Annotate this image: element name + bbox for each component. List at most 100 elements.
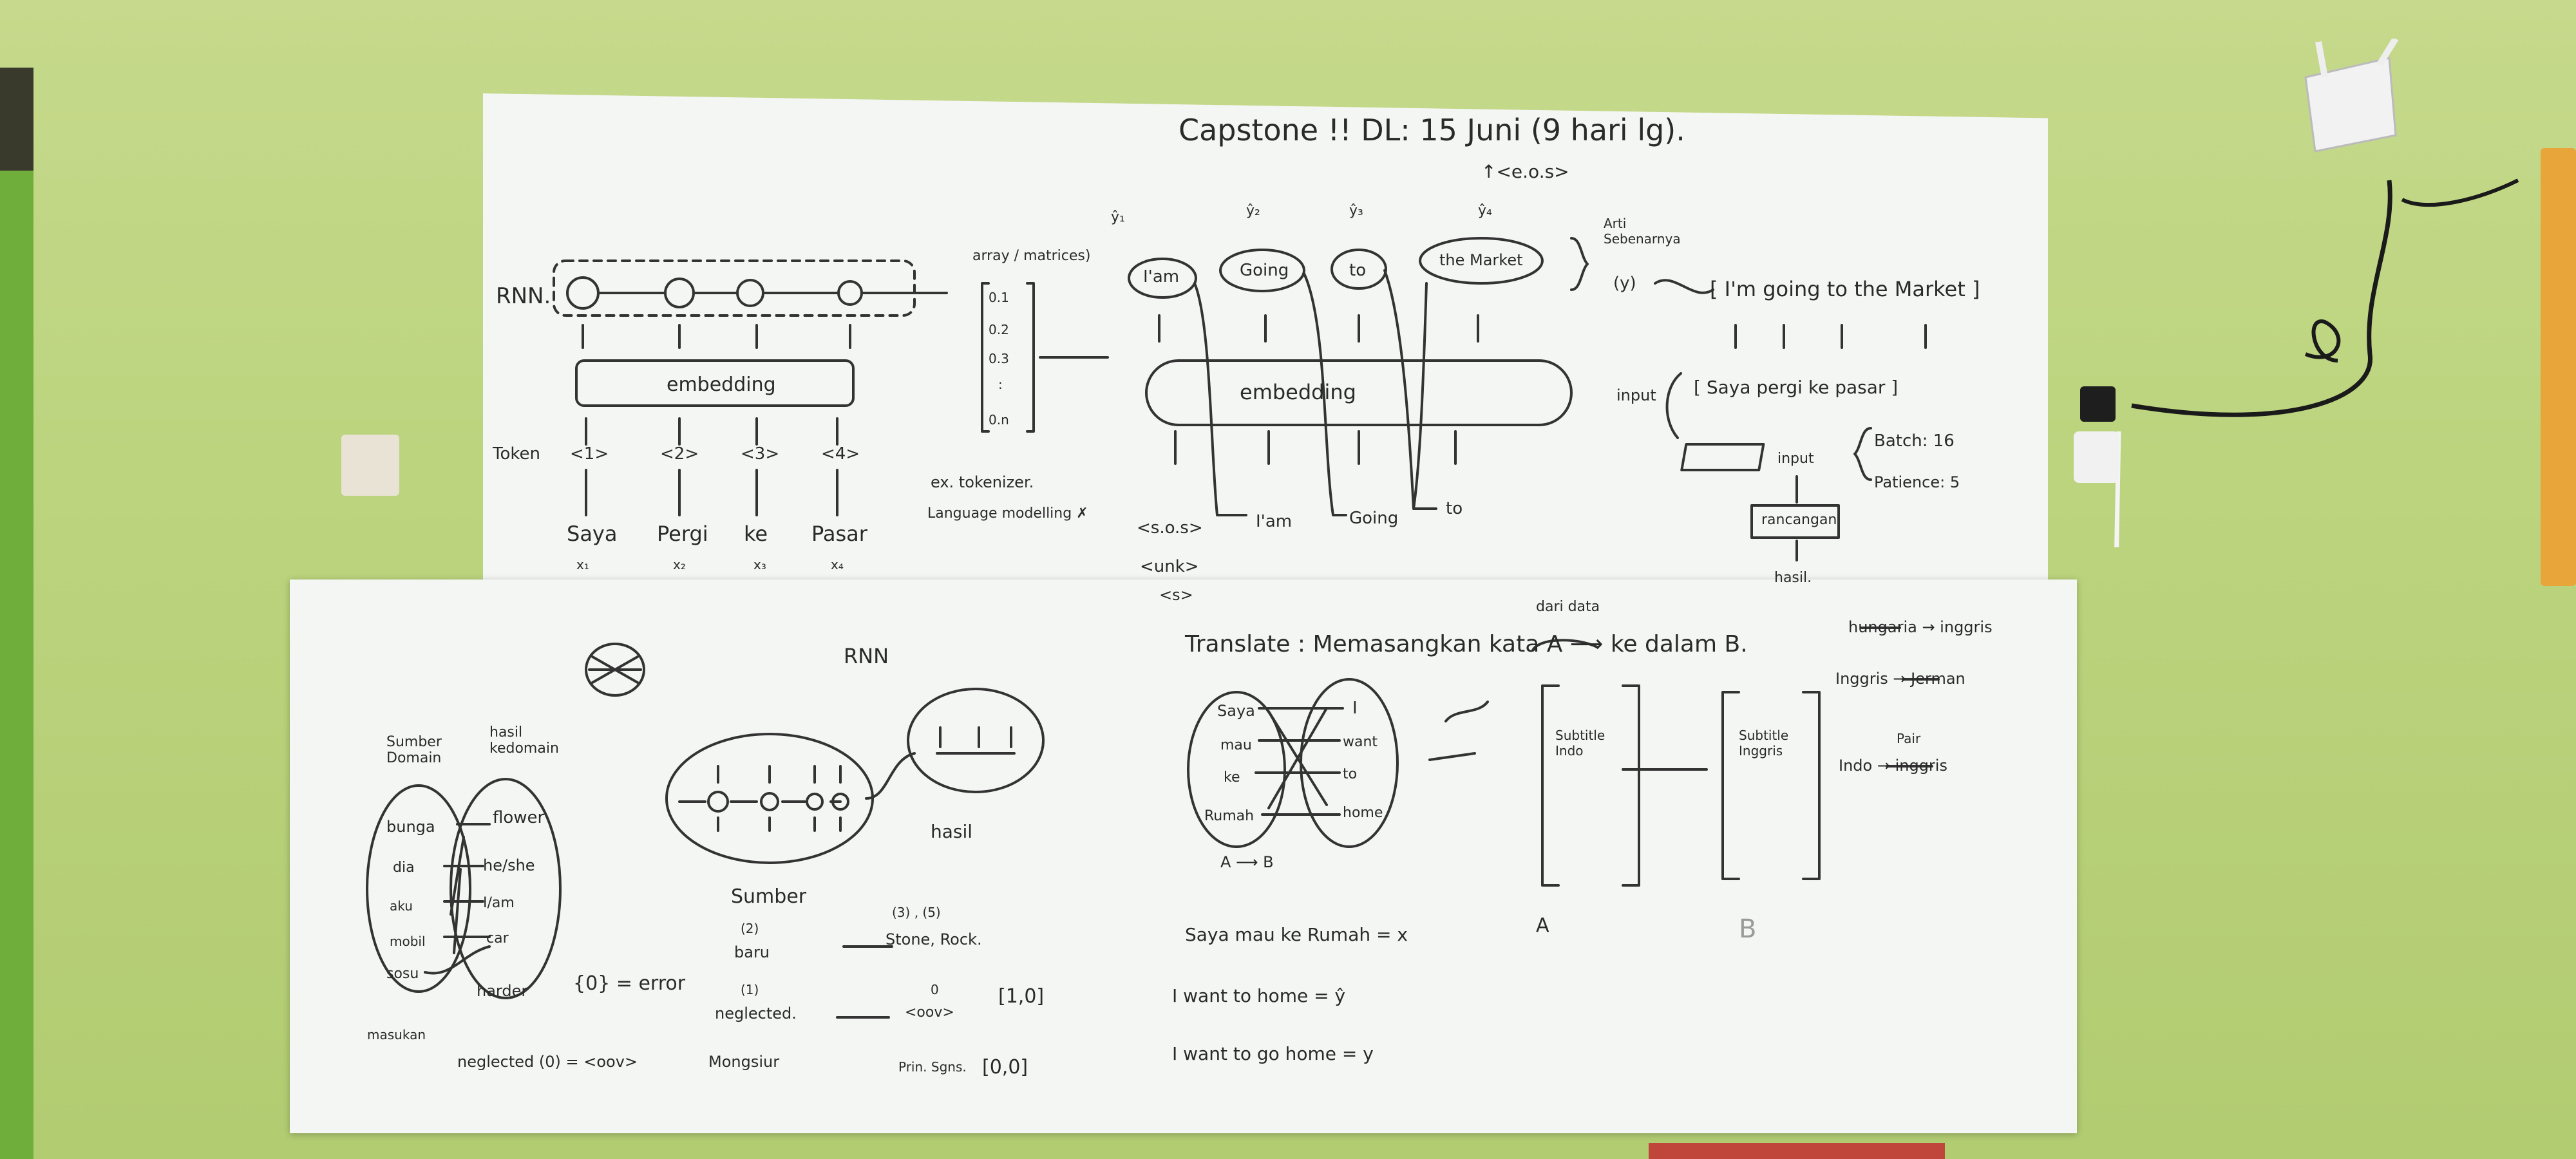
token-label: Token	[493, 444, 540, 464]
masukan-label: masukan	[367, 1027, 426, 1042]
left-word-3: aku	[390, 898, 413, 914]
embedding-right: embedding	[1240, 380, 1356, 404]
array-label: array / matrices)	[972, 248, 1091, 264]
x3: x₃	[753, 557, 766, 572]
example-1-idx: (2)	[741, 921, 759, 936]
hasil-small: hasil	[931, 821, 973, 842]
hasil-label: hasil.	[1774, 570, 1812, 586]
left-word-2: dia	[393, 860, 415, 876]
lang-pair-3: Indo → inggris	[1839, 757, 1947, 775]
batch-size: Batch: 16	[1874, 431, 1955, 451]
note-language-modelling: Language modelling ✗	[927, 505, 1088, 522]
eos-label: ↑<e.o.s>	[1481, 161, 1569, 182]
array-val-n: 0.n	[989, 412, 1009, 428]
input-sentence: [ Saya pergi ke pasar ]	[1694, 377, 1899, 398]
wall-green-edge	[0, 68, 33, 1159]
example-3-word: Mongsiur	[708, 1053, 780, 1071]
output-going: Going	[1240, 261, 1289, 280]
example-2-word: neglected.	[715, 1004, 797, 1022]
array-val-1: 0.1	[989, 290, 1009, 305]
patience: Patience: 5	[1874, 473, 1960, 491]
example-2-idx: (1)	[741, 982, 759, 997]
right-word-1: flower	[493, 808, 545, 827]
lang-pair-1: hungaria → inggris	[1848, 618, 1993, 636]
embedding-left: embedding	[667, 373, 776, 396]
token-1: <1>	[570, 444, 609, 464]
x4: x₄	[831, 557, 844, 572]
yhat-3: ŷ₃	[1349, 203, 1363, 219]
word-ke: ke	[744, 522, 768, 546]
example-2-out: <oov>	[905, 1004, 954, 1021]
word-pasar: Pasar	[811, 522, 867, 546]
right-word-4: car	[486, 930, 509, 947]
router-icon	[2304, 39, 2399, 153]
error-note: {0} = error	[573, 972, 686, 995]
power-adapter	[2080, 386, 2116, 422]
set-b-4: home	[1343, 805, 1383, 821]
unk-tag: <unk>	[1140, 557, 1199, 576]
set-b-3: to	[1343, 766, 1358, 782]
y-label: (y)	[1613, 274, 1636, 293]
output-to: to	[1349, 261, 1367, 280]
output-market: the Market	[1439, 251, 1523, 269]
set-b-2: want	[1343, 734, 1378, 750]
sentence-y: I want to go home = y	[1172, 1043, 1374, 1064]
arti-label: Arti Sebenarnya	[1604, 216, 1681, 247]
set-b-1: I	[1352, 699, 1358, 718]
decoder-to: to	[1446, 499, 1463, 518]
pair-label: Pair	[1897, 731, 1921, 746]
rnn-title-bottom: RNN	[844, 644, 889, 668]
yhat-2: ŷ₂	[1246, 203, 1260, 219]
example-1-idx2: (3) , (5)	[892, 905, 941, 920]
right-word-2: he/she	[483, 856, 535, 874]
example-1-out: Stone, Rock.	[886, 930, 982, 948]
label-a: A	[1536, 914, 1549, 937]
sentence-x: Saya mau ke Rumah = x	[1185, 924, 1408, 945]
wall-dark-strip	[0, 68, 33, 171]
power-cable	[2114, 178, 2519, 547]
decoder-sos: <s.o.s>	[1137, 518, 1203, 538]
yhat-4: ŷ₄	[1478, 203, 1492, 219]
decoder-iam: I'am	[1256, 512, 1293, 531]
example-2-idx2: 0	[931, 982, 939, 997]
example-2-vector: [1,0]	[998, 985, 1045, 1008]
subtitle-indo: Subtitle Indo	[1555, 728, 1605, 759]
label-b: B	[1739, 914, 1757, 944]
set-a-2: mau	[1220, 737, 1252, 753]
token-4: <4>	[821, 444, 860, 464]
array-val-2: 0.2	[989, 322, 1009, 337]
sumber-label: Sumber	[731, 885, 807, 908]
token-2: <2>	[660, 444, 699, 464]
wall-socket	[341, 435, 399, 496]
sumber-domain: Sumber Domain	[386, 734, 442, 766]
left-word-4: mobil	[390, 934, 426, 949]
hasil-kedomain: hasil kedomain	[489, 724, 559, 757]
input-label: input	[1616, 386, 1656, 404]
x1: x₁	[576, 557, 589, 572]
word-saya: Saya	[567, 522, 618, 546]
decoder-going: Going	[1349, 509, 1399, 528]
sentence-yhat: I want to home = ŷ	[1172, 985, 1346, 1006]
example-1-word: baru	[734, 943, 770, 961]
right-word-5: harder	[477, 982, 528, 1000]
left-word-5: sosu	[386, 966, 419, 982]
dari-data: dari data	[1536, 599, 1600, 615]
s-tag: <s>	[1159, 586, 1193, 604]
array-val-dots: :	[998, 377, 1003, 392]
output-iam: I'am	[1143, 267, 1180, 287]
set-a-1: Saya	[1217, 702, 1255, 720]
set-a-3: ke	[1224, 769, 1240, 786]
word-pergi: Pergi	[657, 522, 708, 546]
yhat-1: ŷ₁	[1111, 209, 1125, 225]
array-val-3: 0.3	[989, 351, 1009, 366]
subtitle-inggris: Subtitle Inggris	[1739, 728, 1789, 759]
red-object-floor	[1649, 1143, 1945, 1159]
power-plug	[2074, 431, 2119, 483]
right-word-3: I/am	[483, 895, 515, 911]
rnn-label: RNN.	[496, 283, 551, 309]
input-box-label: input	[1777, 451, 1814, 467]
note-tokenizer: ex. tokenizer.	[931, 473, 1034, 491]
translate-title: Translate : Memasangkan kata A ⟶ ke dala…	[1185, 631, 1748, 657]
example-3-vector: [0,0]	[982, 1056, 1028, 1079]
